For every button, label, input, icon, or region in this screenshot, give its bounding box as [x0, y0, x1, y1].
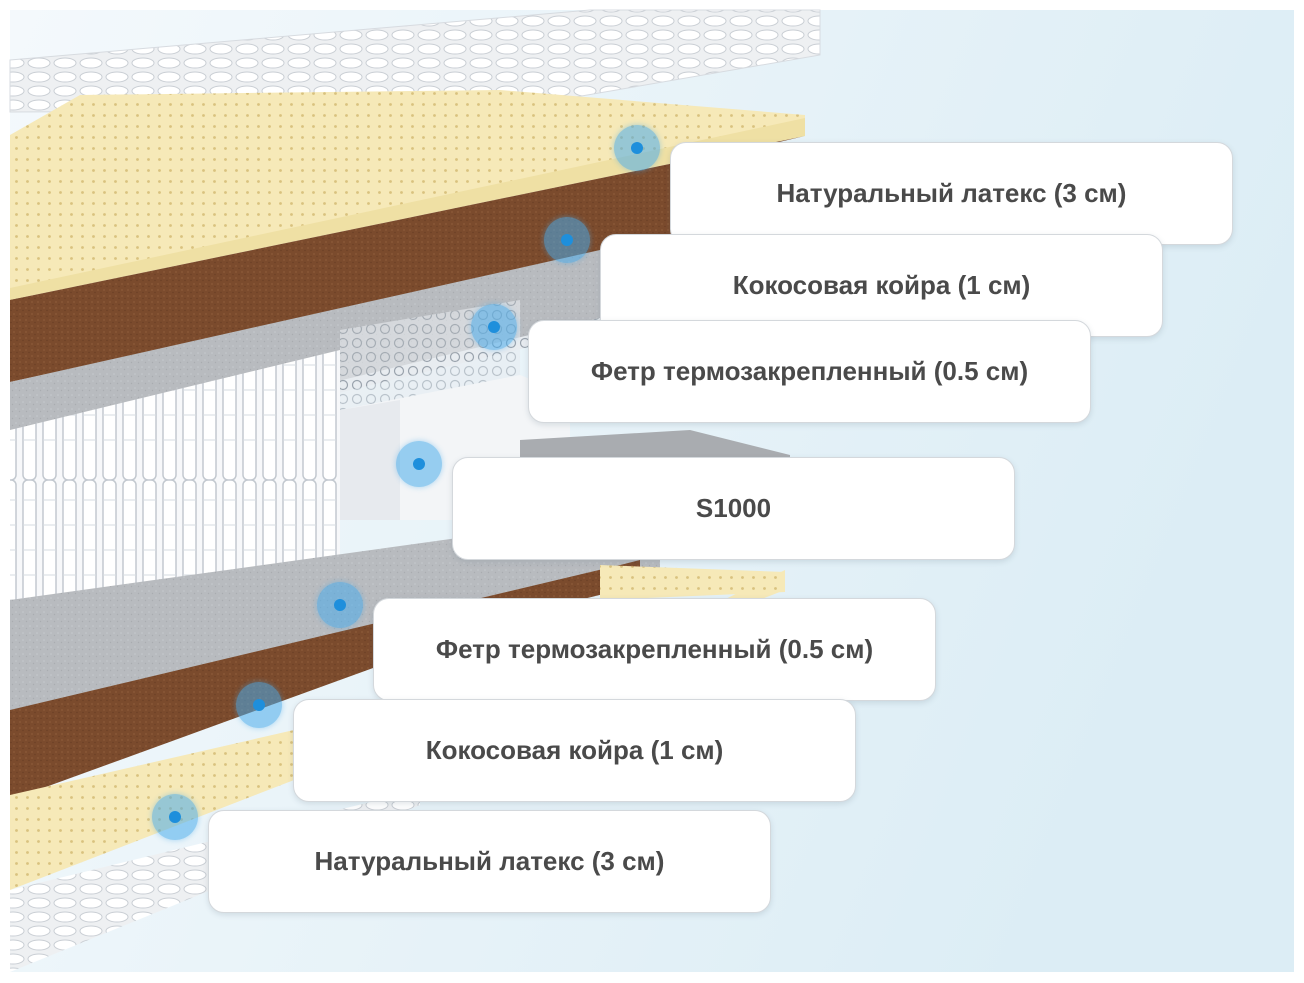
- layer-label-4: S1000: [696, 493, 771, 524]
- layer-label-box-3: Фетр термозакрепленный (0.5 см): [528, 320, 1091, 423]
- layer-label-1: Натуральный латекс (3 см): [777, 178, 1127, 209]
- layer-label-box-1: Натуральный латекс (3 см): [670, 142, 1233, 245]
- layer-marker-dot: [253, 699, 265, 711]
- layer-label-3: Фетр термозакрепленный (0.5 см): [591, 356, 1028, 387]
- layer-marker-6: [236, 682, 282, 728]
- layer-marker-dot: [169, 811, 181, 823]
- layer-marker-1: [614, 125, 660, 171]
- layer-label-5: Фетр термозакрепленный (0.5 см): [436, 634, 873, 665]
- layer-marker-4: [396, 441, 442, 487]
- layer-label-box-7: Натуральный латекс (3 см): [208, 810, 771, 913]
- layer-label-7: Натуральный латекс (3 см): [315, 846, 665, 877]
- layer-label-box-4: S1000: [452, 457, 1015, 560]
- layer-marker-dot: [631, 142, 643, 154]
- layer-label-2: Кокосовая койра (1 см): [733, 270, 1031, 301]
- layer-marker-dot: [561, 234, 573, 246]
- layer-marker-dot: [334, 599, 346, 611]
- layer-marker-dot: [488, 321, 500, 333]
- layer-label-6: Кокосовая койра (1 см): [426, 735, 724, 766]
- layer-marker-5: [317, 582, 363, 628]
- layer-marker-2: [544, 217, 590, 263]
- layer-label-box-5: Фетр термозакрепленный (0.5 см): [373, 598, 936, 701]
- layer-label-box-6: Кокосовая койра (1 см): [293, 699, 856, 802]
- layer-marker-dot: [413, 458, 425, 470]
- layer-marker-7: [152, 794, 198, 840]
- layer-marker-3: [471, 304, 517, 350]
